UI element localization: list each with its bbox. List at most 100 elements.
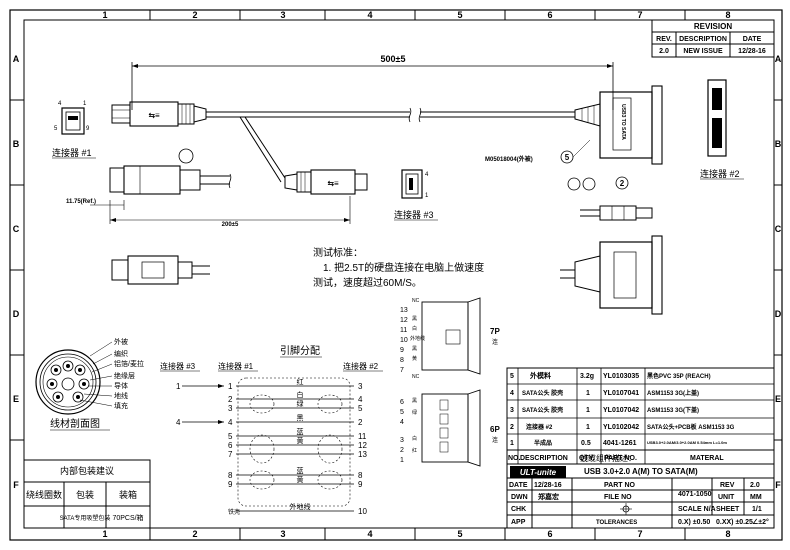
sata-top-tag: 黑 xyxy=(412,316,417,322)
bom-cell: SATA公头+PCB板 ASM1153 3G xyxy=(647,423,735,431)
part-no-label: PART NO xyxy=(604,482,636,489)
app-label: APP xyxy=(511,519,526,526)
pin-c3: 4 xyxy=(176,418,181,427)
sata-pinout-bottom: 6 5 4 3 2 1 黑 绿 白 红 6P 连 xyxy=(400,389,500,467)
date-label: DATE xyxy=(509,482,528,489)
revision-title: REVISION xyxy=(694,22,732,31)
sata-pinout-top: 13 12 11 10 9 8 7 NC 黑 白 外地线 黑 黄 NC 7P 连 xyxy=(400,297,500,380)
col-label-bottom: 3 xyxy=(280,529,285,539)
sata-top-side2: 连 xyxy=(492,338,498,346)
row-label-left: C xyxy=(13,224,20,234)
row-label-left: B xyxy=(13,139,20,149)
pinout-col-c1: 连接器 #1 xyxy=(218,361,254,371)
shell-wire-label: 外地线 xyxy=(290,502,311,511)
bom-cell: YL0102042 xyxy=(603,424,639,431)
usb-plug-bottom xyxy=(111,255,210,285)
bom-cell: SATA公头 胶壳 xyxy=(522,389,563,397)
sata-top-pin: 13 xyxy=(400,307,408,314)
bom-cell: 半成品 xyxy=(534,439,552,447)
bom-header: PART NO. xyxy=(604,455,637,462)
chk-label: CHK xyxy=(511,506,526,513)
col-label-top: 8 xyxy=(725,10,730,20)
pin-c1: 1 xyxy=(228,382,233,391)
col-label-top: 1 xyxy=(102,10,107,20)
length-dimension-text: 500±5 xyxy=(381,54,406,64)
pinout-col-c2: 连接器 #2 xyxy=(343,361,379,371)
row-label-right: C xyxy=(775,224,782,234)
test-note-title: 测试标准： xyxy=(313,246,363,259)
tolerance-2: 0.XX) ±0.25 xyxy=(716,519,753,526)
revision-cell: 2.0 xyxy=(659,48,669,55)
cross-section-label: 编织 xyxy=(114,349,128,358)
bom-cell: 3 xyxy=(510,407,514,414)
cross-section-label: 导体 xyxy=(114,381,128,390)
connector-1-label: 连接器 #1 xyxy=(52,147,92,158)
connector-1-face: 4 1 5 9 连接器 #1 xyxy=(52,101,96,159)
pin-c2: 11 xyxy=(358,432,367,441)
usb-plug-side: 11.75(Ref.) 200±5 xyxy=(66,165,351,228)
bom-cell: YL0107041 xyxy=(603,390,639,397)
callout-5: 5 xyxy=(565,153,570,162)
scale-label: SCALE N/A xyxy=(678,506,716,513)
sata-bottom-pin: 5 xyxy=(400,409,404,416)
pin-c1: 4 xyxy=(228,418,233,427)
wire-color: 红 xyxy=(297,377,304,386)
packing-title: 内部包装建议 xyxy=(60,465,114,476)
bom-cell: 1 xyxy=(586,407,590,414)
wire-color: 白 xyxy=(297,390,304,399)
sata-label-icon: USB3 TO SATA xyxy=(620,104,626,140)
sata-top-side: 7P xyxy=(490,327,500,336)
sata-bottom-tag: 红 xyxy=(412,447,417,454)
projection-symbol-icon xyxy=(620,503,632,515)
bom-cell: YL0103035 xyxy=(603,373,639,380)
packing-header: 包装 xyxy=(76,489,94,500)
part-no-value: 4071-1050 xyxy=(678,491,712,498)
pin-c1: 2 xyxy=(228,395,233,404)
bom-cell: 连接器 #2 xyxy=(526,423,553,431)
rev-label: REV xyxy=(720,482,735,489)
col-label-bottom: 8 xyxy=(725,529,730,539)
pin-c2: 13 xyxy=(358,450,367,459)
pin-c2: 8 xyxy=(358,471,363,480)
row-label-left: F xyxy=(13,480,19,490)
sata-bottom-tag: 白 xyxy=(412,435,417,442)
sata-connector-bottom xyxy=(560,235,663,315)
wire-color: 黄 xyxy=(297,475,304,484)
wire-color: 绿 xyxy=(297,399,304,408)
packing-box: 70PCS/箱 xyxy=(112,513,143,522)
title-block: 线缆组件描述： ULT-unite xyxy=(506,463,775,529)
rev-value: 2.0 xyxy=(750,482,760,489)
tolerance-1: 0.X) ±0.50 xyxy=(678,519,710,526)
sata-bottom-pin: 2 xyxy=(400,447,404,454)
connector-2-label: 连接器 #2 xyxy=(700,168,740,179)
unit-value: MM xyxy=(750,494,762,501)
sata-bottom-tag: 绿 xyxy=(412,409,417,416)
revision-table: REVISION REV. DESCRIPTION DATE 2.0 NEW I… xyxy=(651,19,775,58)
bom-cell: 0.5 xyxy=(581,440,591,447)
bom-header: QTY. xyxy=(579,455,595,462)
col-label-top: 3 xyxy=(280,10,285,20)
bom-table: 5 外模料 3.2g YL0103035 黑色PVC 35P (REACH) 4… xyxy=(506,367,775,465)
bom-cell: 1 xyxy=(510,440,514,447)
col-label-bottom: 2 xyxy=(192,529,197,539)
desc-label-text: 线缆组件描述： xyxy=(580,453,636,463)
pin-marker: 4 xyxy=(425,172,429,178)
sata-top-tag: 黄 xyxy=(412,355,417,362)
wire-color: 黑 xyxy=(297,414,304,422)
cross-section-label: 铝箔/麦拉 xyxy=(114,359,144,368)
sata-bottom-pin: 4 xyxy=(400,419,404,426)
sata-bottom-side2: 连 xyxy=(492,436,498,444)
usb-plug-top: ⇆≡ xyxy=(111,101,207,127)
wire-color: 蓝 xyxy=(297,466,304,475)
callout-circle xyxy=(178,148,194,164)
unit-label: UNIT xyxy=(718,494,735,501)
sata-top-pin: 8 xyxy=(400,357,404,364)
dwn-value: 郑嘉宏 xyxy=(538,492,559,501)
sata-connector-side xyxy=(580,205,653,221)
col-label-bottom: 4 xyxy=(367,529,372,539)
pin-c3: 1 xyxy=(176,382,181,391)
revision-header: DESCRIPTION xyxy=(679,36,727,43)
inner-border xyxy=(23,19,775,529)
bom-cell: 2 xyxy=(510,424,514,431)
sata-top-tag: 白 xyxy=(412,325,417,332)
